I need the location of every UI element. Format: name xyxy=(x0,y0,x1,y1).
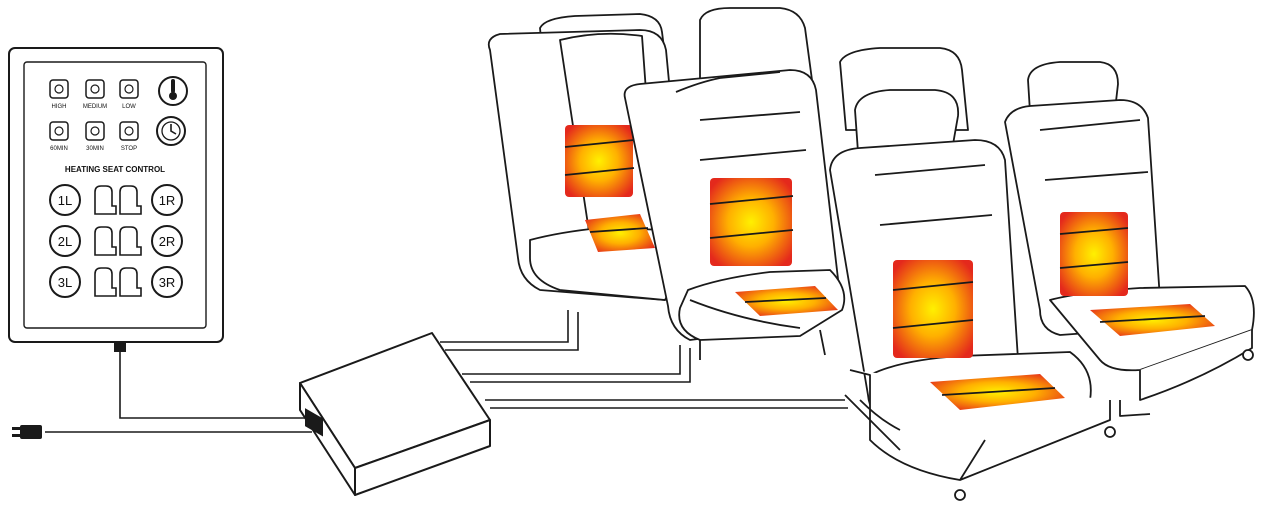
mode-label-high: HIGH xyxy=(52,104,67,110)
seat-label-2l: 2L xyxy=(58,234,72,249)
seat-label-3r: 3R xyxy=(159,275,176,290)
plug-icon xyxy=(12,425,42,439)
seat-label-2r: 2R xyxy=(159,234,176,249)
harness-4 xyxy=(470,348,690,382)
timer-icon xyxy=(157,117,185,145)
timer-button-60min[interactable]: 60MIN xyxy=(50,122,68,152)
seat-button-2r[interactable]: 2R xyxy=(152,226,182,256)
timer-label-stop: STOP xyxy=(121,146,137,152)
mode-label-low: LOW xyxy=(122,104,136,110)
seats xyxy=(489,8,1254,500)
heat-pad xyxy=(565,125,633,197)
seat-button-1l[interactable]: 1L xyxy=(50,185,80,215)
controller-box xyxy=(300,333,490,495)
timer-button-30min[interactable]: 30MIN xyxy=(86,122,104,152)
mode-label-medium: MEDIUM xyxy=(83,104,107,110)
control-cable xyxy=(120,345,318,418)
heat-pad xyxy=(893,260,973,358)
seat-label-3l: 3L xyxy=(58,275,72,290)
seat-label-1l: 1L xyxy=(58,193,72,208)
mode-button-medium[interactable]: MEDIUM xyxy=(83,80,107,110)
harness-1 xyxy=(440,310,568,342)
thermometer-icon xyxy=(159,77,187,105)
mode-button-high[interactable]: HIGH xyxy=(50,80,68,110)
seat-button-3r[interactable]: 3R xyxy=(152,267,182,297)
seat-button-2l[interactable]: 2L xyxy=(50,226,80,256)
harness-2 xyxy=(445,312,578,350)
seat-label-1r: 1R xyxy=(159,193,176,208)
mode-button-low[interactable]: LOW xyxy=(120,80,138,110)
timer-button-stop[interactable]: STOP xyxy=(120,122,138,152)
timer-label-60min: 60MIN xyxy=(50,146,68,152)
timer-label-30min: 30MIN xyxy=(86,146,104,152)
panel-connector xyxy=(114,342,126,352)
panel-title: HEATING SEAT CONTROL xyxy=(65,165,165,174)
heat-pad xyxy=(710,178,792,266)
seat-button-3l[interactable]: 3L xyxy=(50,267,80,297)
control-panel: HIGH MEDIUM LOW 60MIN 30MIN xyxy=(9,48,223,352)
seat-button-1r[interactable]: 1R xyxy=(152,185,182,215)
heat-pad xyxy=(1060,212,1128,296)
